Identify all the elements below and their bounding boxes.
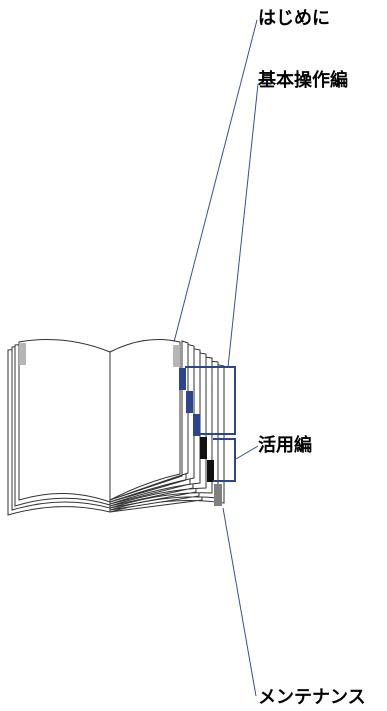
left-page-gray-tab [19,343,26,365]
left-page [18,339,111,503]
advanced-usage-label: 活用編 [258,435,312,456]
maintenance-tab [214,484,222,506]
advanced-tab-1 [200,437,207,459]
basic-operations-bracket [185,366,236,435]
maintenance-label: メンテナンス [258,687,366,708]
advanced-tab-2 [207,460,214,482]
right-page [109,339,181,501]
introduction-label: はじめに [258,8,330,29]
basic-leader-line [227,83,259,368]
advanced-leader-line [235,445,259,460]
basic-tab-1 [179,368,186,390]
basic-tab-2 [186,391,193,413]
basic-tab-3 [193,414,200,436]
maintenance-leader-line [222,507,257,697]
intro-tab [173,345,180,367]
basic-operations-label: 基本操作編 [258,70,348,91]
intro-leader-line [173,19,258,343]
leader-lines [173,19,259,697]
advanced-usage-bracket [213,438,236,482]
